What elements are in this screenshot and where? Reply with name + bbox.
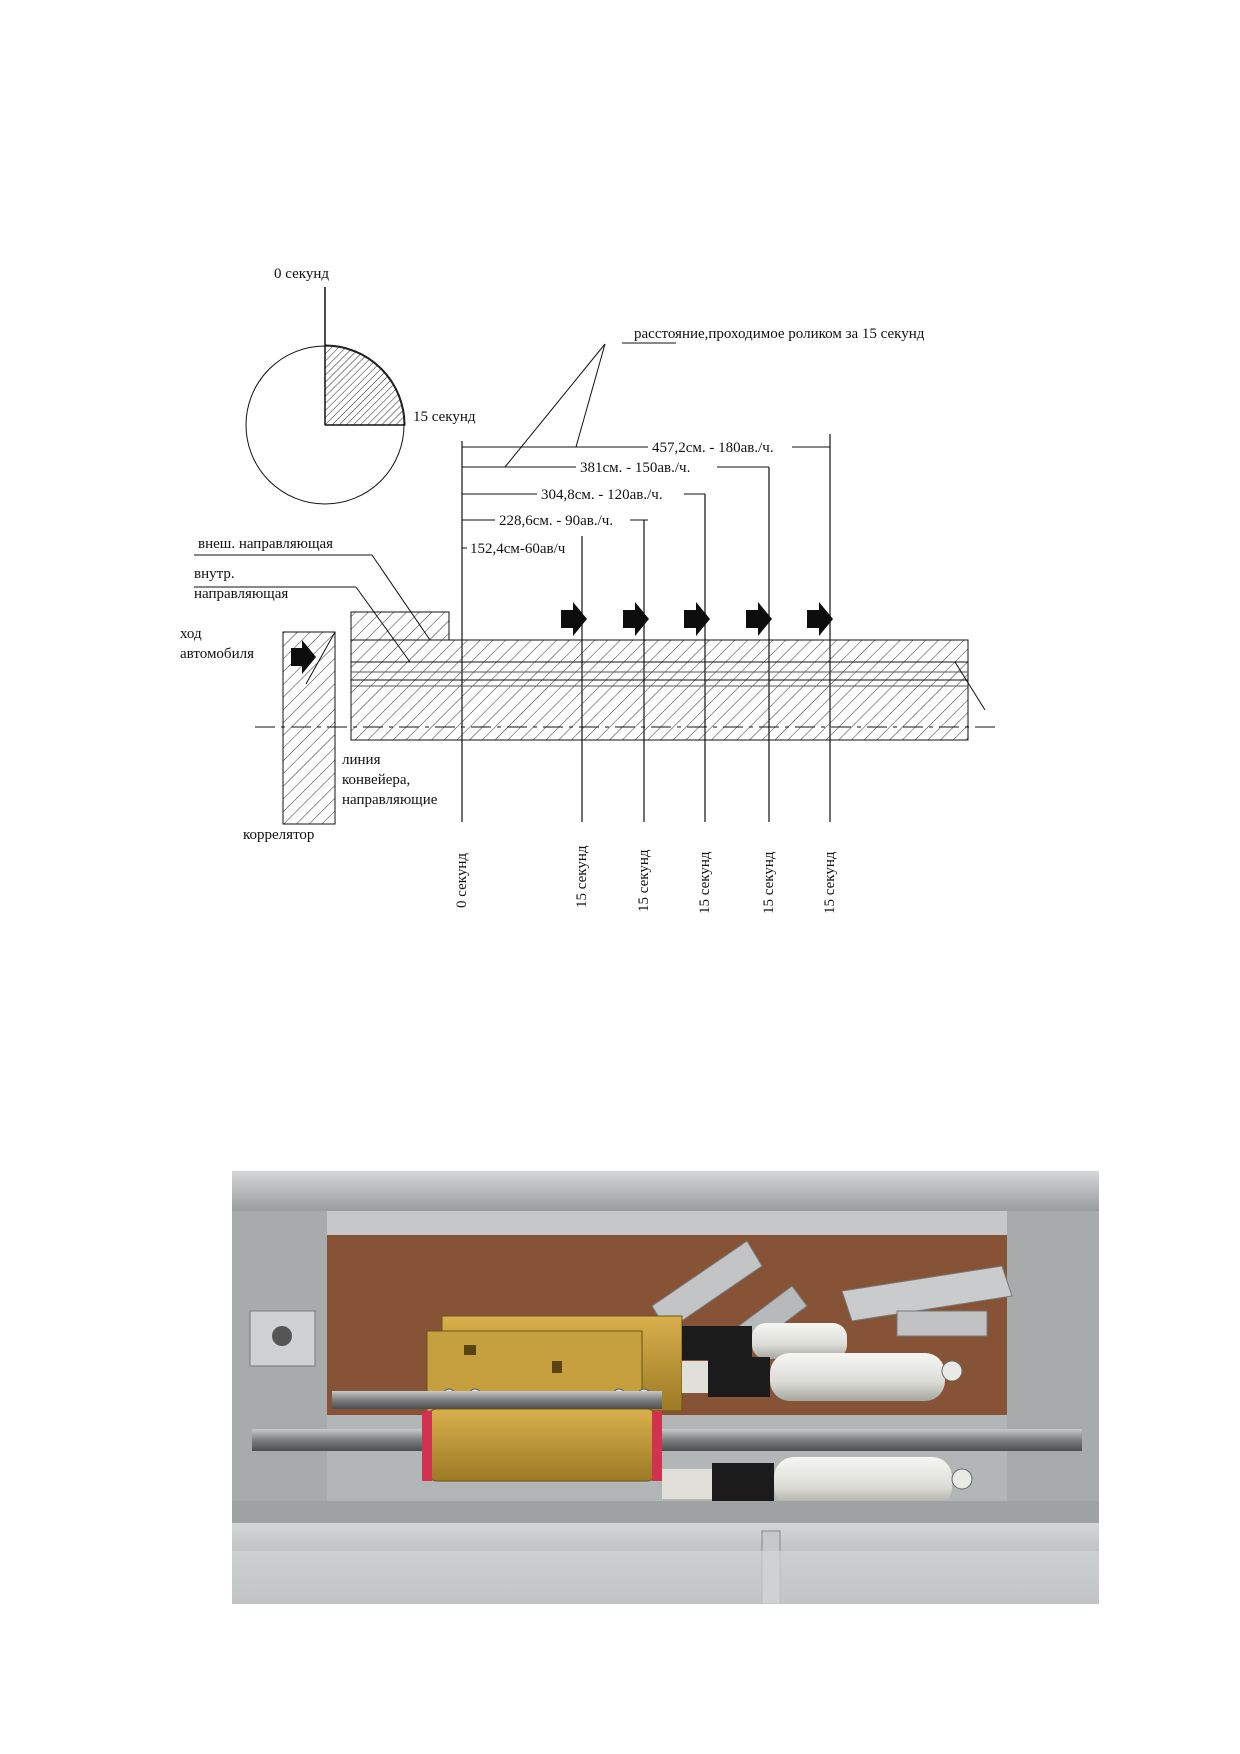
time-mark-2: 15 секунд xyxy=(636,849,652,912)
time-mark-4: 15 секунд xyxy=(761,851,777,914)
correlator-mechanism-photo xyxy=(232,1171,1099,1604)
roller-arrow-icon xyxy=(623,602,649,636)
vehicle-motion-label-2: автомобиля xyxy=(180,646,254,662)
distance-120: 304,8см. - 120ав./ч. xyxy=(541,487,663,503)
conveyor-guides xyxy=(255,611,1000,741)
dimension-lines xyxy=(462,446,830,549)
vehicle-arrow-icon xyxy=(291,640,316,674)
time-mark-1: 15 секунд xyxy=(574,845,590,908)
inner-guide-label-1: внутр. xyxy=(194,566,235,582)
vehicle-motion-label-1: ход xyxy=(180,626,202,642)
roller-arrow-icon xyxy=(684,602,710,636)
inner-guide-label-2: направляющая xyxy=(194,586,288,602)
arrow-icons xyxy=(291,602,833,674)
roller-arrow-icon xyxy=(746,602,772,636)
roller-arrow-icon xyxy=(807,602,833,636)
correlator-label: коррелятор xyxy=(243,827,314,843)
roller-arrow-icon xyxy=(561,602,587,636)
time-mark-0: 0 секунд xyxy=(454,853,470,908)
distance-90: 228,6см. - 90ав./ч. xyxy=(499,513,613,529)
clock-end-label: 15 секунд xyxy=(413,409,476,425)
conveyor-diagram: 0 секунд 15 секунд расстояние,проходимое… xyxy=(180,266,1000,914)
outer-guide-label: внеш. направляющая xyxy=(198,536,333,552)
time-mark-5: 15 секунд xyxy=(822,851,838,914)
conveyor-label-3: направляющие xyxy=(342,792,438,808)
label-leaders xyxy=(194,554,431,663)
distance-caption: расстояние,проходимое роликом за 15 секу… xyxy=(634,326,925,342)
distance-180: 457,2см. - 180ав./ч. xyxy=(652,440,774,456)
distance-150: 381см. - 150ав./ч. xyxy=(580,460,690,476)
distance-60: 152,4см-60ав/ч xyxy=(470,541,566,557)
conveyor-label-1: линия xyxy=(342,752,381,768)
caption-leaders xyxy=(504,342,676,468)
time-mark-3: 15 секунд xyxy=(697,851,713,914)
clock-dial xyxy=(245,287,406,505)
conveyor-label-2: конвейера, xyxy=(342,772,410,788)
clock-start-label: 0 секунд xyxy=(274,266,329,282)
photo-drawing xyxy=(232,1171,1099,1604)
